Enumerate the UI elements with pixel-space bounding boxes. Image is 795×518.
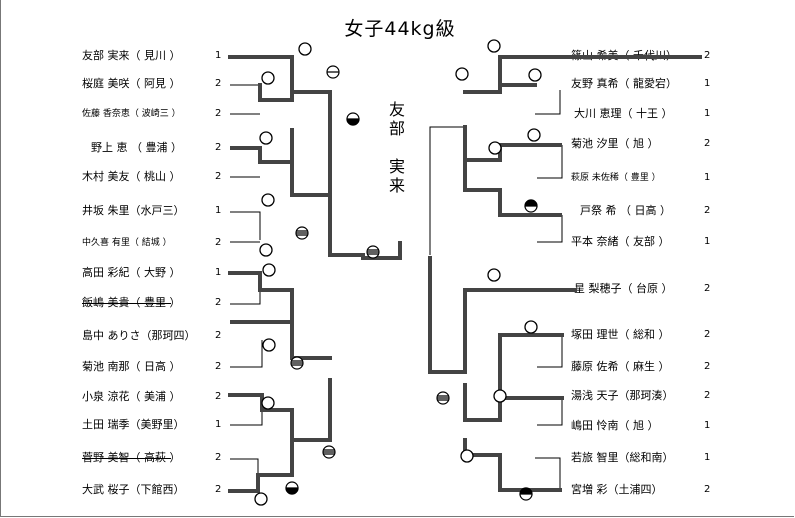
participant-right-11: 湯浅 天子（那珂湊） [571,389,674,402]
seed-right-2: 1 [704,78,711,89]
seed-left-7: 2 [215,237,222,248]
seed-left-11: 2 [215,361,222,372]
participant-left-8: 高田 彩紀（ 大野 ） [82,266,181,279]
seed-left-2: 2 [215,78,222,89]
seed-right-10: 2 [704,361,711,372]
seed-left-4: 2 [215,142,222,153]
participant-right-7: 平本 奈緒（ 友部 ） [571,235,670,248]
winner-lines [228,55,702,493]
participant-left-10: 島中 ありさ（那珂四） [82,329,196,342]
win-circles [254,39,542,506]
participant-right-14: 宮増 彩（土浦四） [571,483,663,496]
seed-right-5: 1 [704,172,711,183]
seed-right-14: 2 [704,484,711,495]
participant-right-8: 星 梨穂子（ 台原 ） [574,282,673,295]
seed-right-3: 1 [704,108,711,119]
participant-left-5: 木村 美友（ 桃山 ） [82,170,181,183]
participant-right-10: 藤原 佐希（ 麻生 ） [571,360,670,373]
participant-right-2: 友野 真希（ 龍愛宕） [571,77,677,90]
seed-left-5: 2 [215,171,222,182]
participant-left-4: 野上 恵 （ 豊浦 ） [91,141,182,154]
participant-left-6: 井坂 朱里（水戸三） [82,204,185,217]
participant-left-2: 桜庭 美咲（ 阿見 ） [82,77,181,90]
seed-right-13: 1 [704,452,711,463]
champion-char: 友 [388,100,405,119]
page-title: 女子44kg級 [344,18,456,40]
seed-left-9: 2 [215,297,222,308]
champion-char: 実 [388,157,405,176]
participant-left-11: 菊池 南那（ 日高 ） [82,360,181,373]
seed-left-6: 1 [215,205,222,216]
half-filled-marks [285,112,538,501]
participant-left-12: 小泉 涼花（ 美浦 ） [82,390,181,403]
champion-name: 友 部 実 来 [386,100,408,195]
seed-right-11: 2 [704,390,711,401]
seed-left-14: 2 [215,452,222,463]
participant-left-15: 大武 桜子（下館西） [82,483,185,496]
seed-right-9: 2 [704,329,711,340]
seed-right-12: 1 [704,420,711,431]
champion-char: 来 [388,176,405,195]
seed-left-1: 1 [215,50,222,61]
seed-left-12: 2 [215,391,222,402]
seed-left-15: 2 [215,484,222,495]
participant-right-5: 萩原 未佐稀（ 豊里 ） [571,173,661,183]
participant-left-13: 土田 瑞季（美野里） [82,418,185,431]
participant-right-13: 若旅 智里（総和南） [571,451,674,464]
seed-right-1: 2 [704,50,711,61]
seed-left-3: 2 [215,108,222,119]
seed-left-8: 1 [215,267,222,278]
participant-right-4: 菊池 汐里（ 旭 ） [571,137,659,150]
seed-right-6: 2 [704,205,711,216]
seed-right-7: 1 [704,236,711,247]
thin-lines [230,84,563,490]
participant-left-1: 友部 実来（ 見川 ） [82,49,181,62]
participant-left-3: 佐藤 香奈恵（ 波崎三 ） [82,109,181,119]
champion-char: 部 [388,119,405,138]
participant-left-9-withdrawn: 飯嶋 美貴（ 豊里 ） [82,296,181,309]
seed-left-13: 1 [215,419,222,430]
participant-left-14-withdrawn: 菅野 美智（ 高萩 ） [82,451,181,464]
participant-right-3: 大川 恵理（ 十王 ） [574,107,673,120]
seed-left-10: 2 [215,330,222,341]
participant-left-7: 中久喜 有里（ 結城 ） [82,238,172,248]
seed-right-4: 2 [704,138,711,149]
participant-right-6: 戸祭 希 （ 日高 ） [580,204,671,217]
participant-right-12: 嶋田 怜南（ 旭 ） [571,419,659,432]
seed-right-8: 2 [704,283,711,294]
participant-right-9: 塚田 理世（ 総和 ） [571,328,670,341]
ippon-marks [290,65,450,459]
